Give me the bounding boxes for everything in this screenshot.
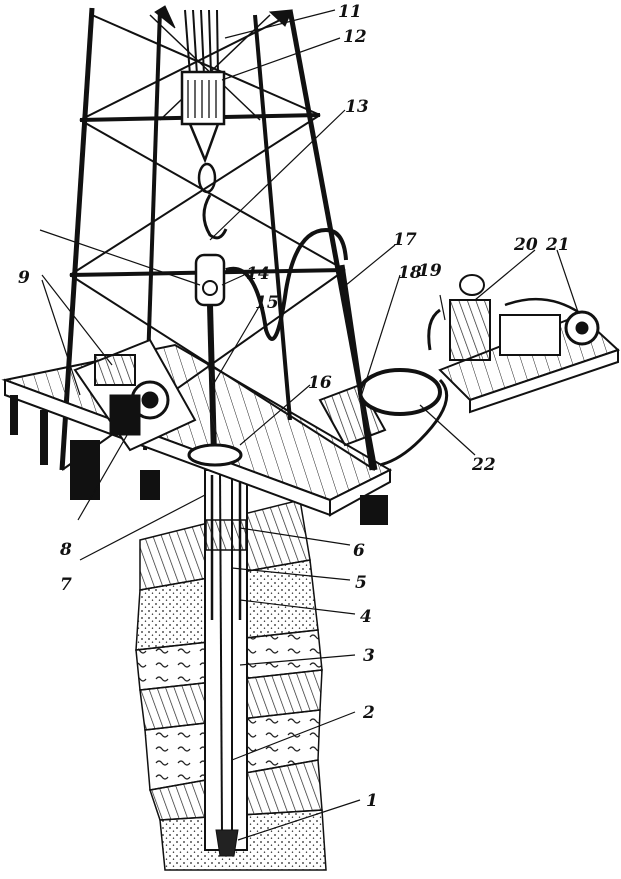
rotary-table	[187, 443, 243, 467]
label-19: 19	[418, 261, 442, 281]
label-1: 1	[366, 791, 378, 811]
label-3: 3	[363, 646, 375, 666]
label-20: 20	[513, 235, 538, 255]
draw-works	[73, 338, 197, 452]
label-7: 7	[60, 575, 72, 595]
label-18: 18	[398, 263, 422, 283]
label-14: 14	[246, 264, 270, 284]
label-12: 12	[343, 27, 367, 47]
label-21: 21	[545, 235, 570, 255]
label-8: 8	[59, 540, 72, 560]
drill-bit	[215, 829, 239, 857]
rotary-drive	[318, 383, 387, 447]
pump-skid	[427, 274, 620, 414]
well-bore	[204, 469, 248, 857]
label-13: 13	[345, 97, 369, 117]
label-4: 4	[360, 607, 372, 627]
label-22: 22	[471, 455, 496, 475]
label-5: 5	[355, 573, 367, 593]
traveling-block	[180, 70, 226, 126]
label-6: 6	[353, 541, 365, 561]
mud-ring	[358, 368, 442, 416]
hook	[202, 194, 228, 240]
label-11: 11	[338, 2, 362, 22]
label-9: 9	[18, 268, 30, 288]
callout-labels: 11 12 13 14 15 16 17 18 19 20 21 22 9 8 …	[18, 2, 570, 811]
label-17: 17	[393, 230, 417, 250]
label-15: 15	[255, 293, 279, 313]
label-16: 16	[308, 373, 332, 393]
label-2: 2	[362, 703, 375, 723]
cement-ring	[205, 519, 247, 551]
leader-lines	[39, 9, 579, 841]
